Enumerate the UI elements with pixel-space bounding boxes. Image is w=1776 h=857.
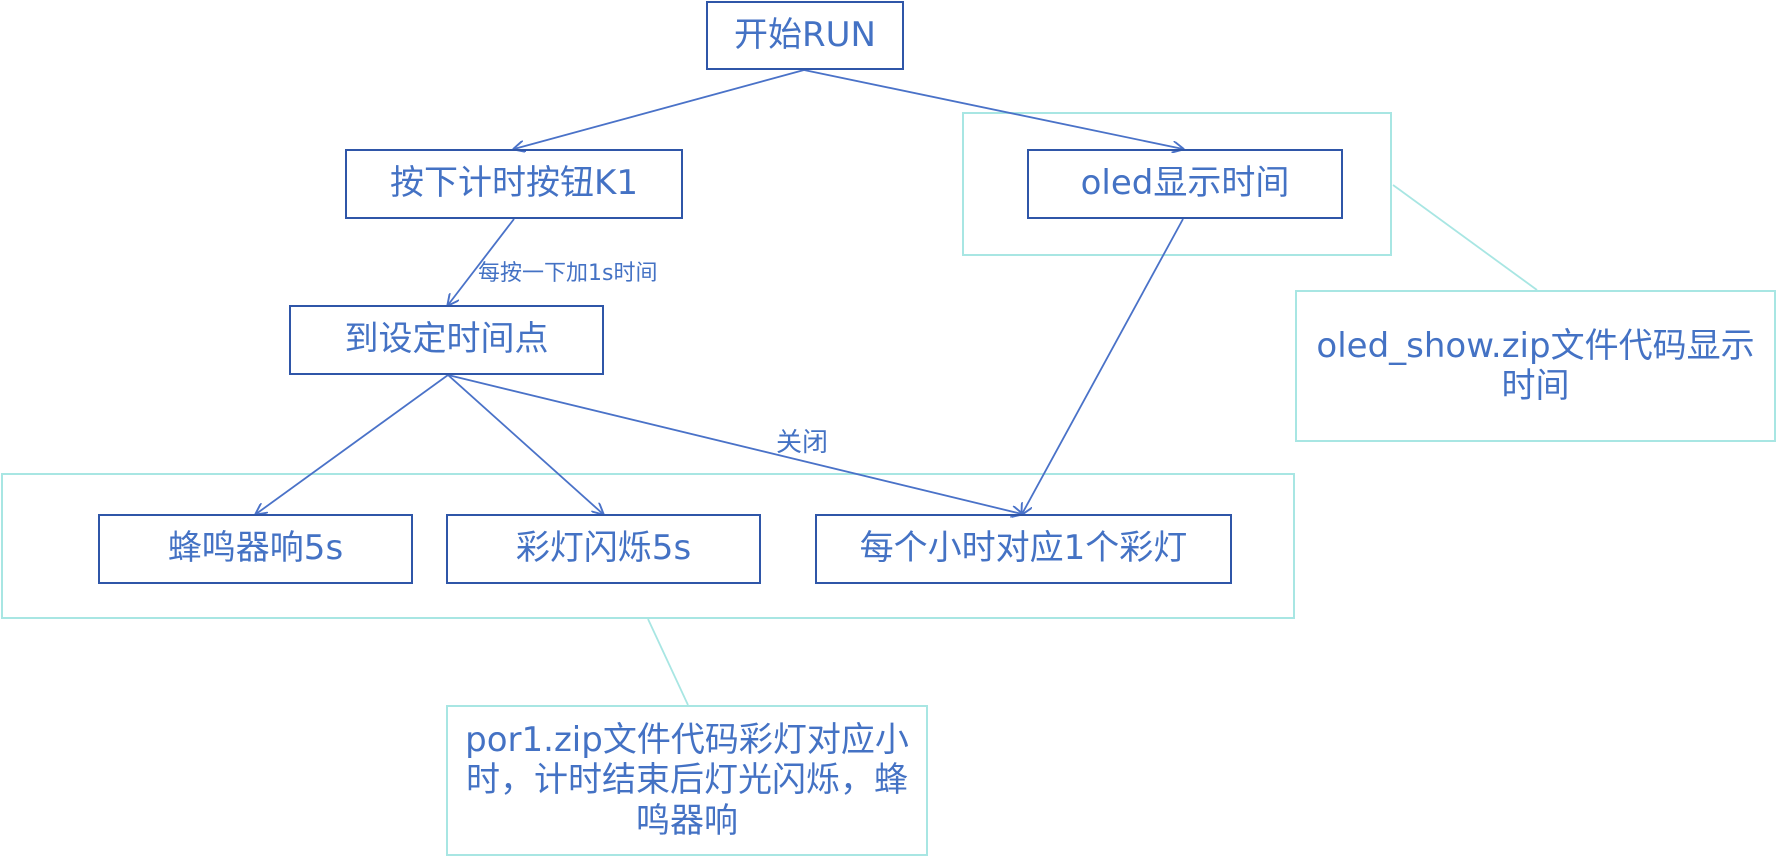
start-node: 开始RUN <box>706 1 904 70</box>
buzzer-node: 蜂鸣器响5s <box>98 514 413 584</box>
callout-leader-oled <box>1392 184 1538 291</box>
oled-code-note: oled_show.zip文件代码显示时间 <box>1295 290 1776 442</box>
oled-group-frame <box>962 112 1392 256</box>
edge-oled-to-hourlight <box>1022 218 1184 514</box>
edge-k1-to-reach <box>448 218 515 305</box>
edge-label-close: 关闭 <box>776 428 829 458</box>
edge-start-to-oled <box>803 69 1183 149</box>
press-k1-node: 按下计时按钮K1 <box>345 149 683 219</box>
edge-label-press-adds: 每按一下加1s时间 <box>478 261 658 286</box>
lights-flash-node: 彩灯闪烁5s <box>446 514 761 584</box>
callout-leader-por1 <box>647 618 689 706</box>
output-group-frame <box>1 473 1295 619</box>
edge-reach-to-hourlight <box>447 374 1022 514</box>
edge-start-to-k1 <box>514 69 805 149</box>
reach-time-node: 到设定时间点 <box>289 305 604 375</box>
por1-code-note: por1.zip文件代码彩灯对应小时，计时结束后灯光闪烁，蜂鸣器响 <box>446 705 928 856</box>
edge-reach-to-buzzer <box>256 374 449 514</box>
hour-light-node: 每个小时对应1个彩灯 <box>815 514 1232 584</box>
edge-reach-to-flash <box>447 374 603 514</box>
oled-display-node: oled显示时间 <box>1027 149 1343 219</box>
